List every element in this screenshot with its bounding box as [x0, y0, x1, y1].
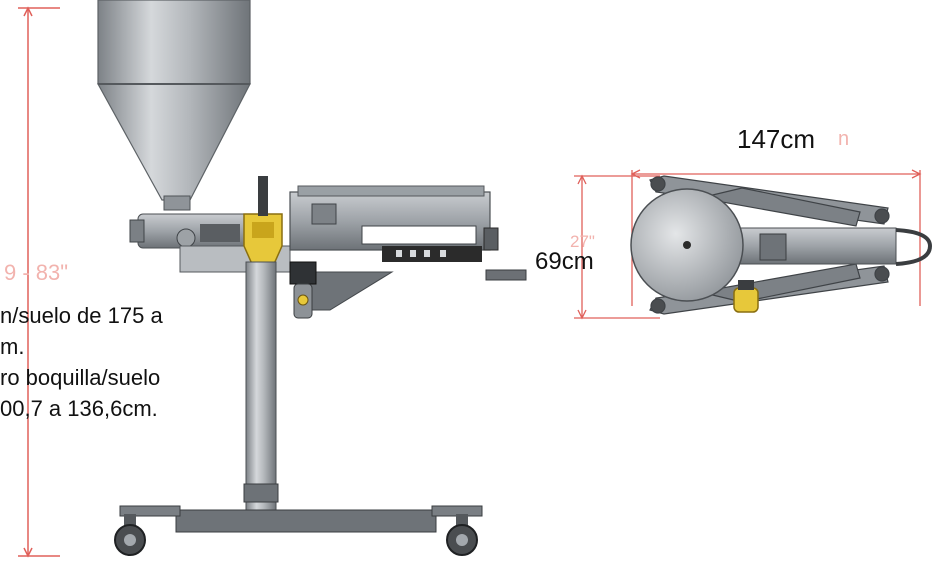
- cylinder-body: [179, 185, 527, 311]
- height-dimension-line: [18, 6, 60, 558]
- description-line: n/suelo de 175 a: [0, 303, 163, 328]
- height-description: n/suelo de 175 a m. ro boquilla/suelo 00…: [0, 300, 163, 424]
- width-label-ghost: n: [838, 128, 850, 150]
- support-column: [243, 261, 279, 515]
- filler-machine-top-view: [630, 175, 933, 315]
- height-label-ghost: 9 - 83": [4, 260, 69, 285]
- air-regulator: [289, 261, 317, 319]
- base-frame: [119, 505, 483, 533]
- depth-label-ghost: 27": [570, 232, 595, 251]
- hopper: [96, 0, 251, 211]
- filler-machine-side-view: [96, 0, 527, 556]
- yellow-guard-top: [733, 280, 759, 313]
- caster-wheel-right: [446, 514, 478, 556]
- depth-dimension-line: [574, 174, 660, 320]
- yellow-guard: [243, 176, 283, 265]
- caster-wheel-left: [114, 514, 146, 556]
- description-line: m.: [0, 334, 25, 359]
- hopper-top-disc: [630, 188, 744, 302]
- description-line: 00,7 a 136,6cm.: [0, 396, 158, 421]
- depth-label: 69cm: [535, 248, 594, 275]
- width-label: 147cm: [737, 124, 816, 154]
- description-line: ro boquilla/suelo: [0, 365, 161, 390]
- valve-nozzle-assembly: [129, 213, 251, 249]
